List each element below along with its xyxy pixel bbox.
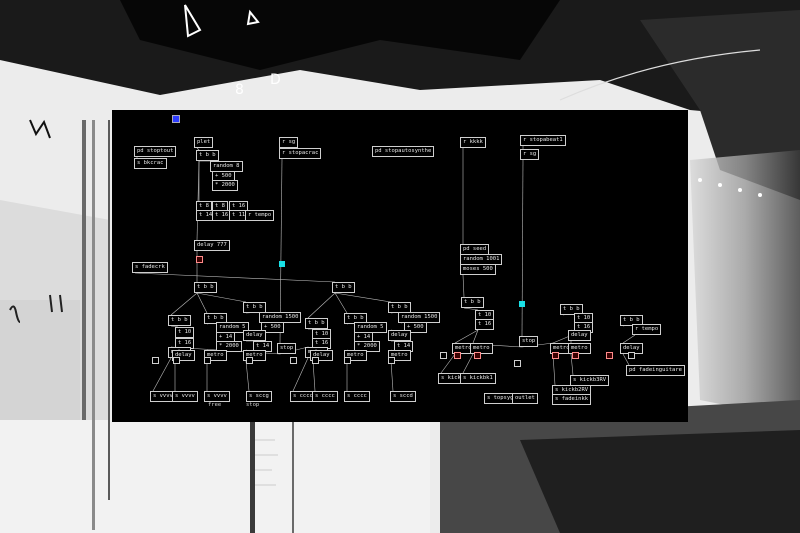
patch-comment: free	[208, 402, 221, 408]
pd-object-box[interactable]: s cccc	[344, 391, 370, 402]
pd-object-box[interactable]: moses 500	[460, 264, 496, 275]
patch-cord	[135, 273, 335, 282]
pd-object-box[interactable]: * 2000	[212, 180, 238, 191]
bang-button[interactable]	[606, 352, 613, 359]
pd-object-box[interactable]: delay	[568, 330, 591, 341]
bang-button[interactable]	[628, 352, 635, 359]
svg-text:8: 8	[235, 82, 244, 98]
pd-object-box[interactable]: r stopacrac	[279, 148, 321, 159]
pd-object-box[interactable]: stop	[277, 343, 296, 354]
patch-cord	[197, 293, 207, 313]
bang-button[interactable]	[388, 357, 395, 364]
pd-object-box[interactable]: outlet	[512, 393, 538, 404]
pd-object-box[interactable]: t b b	[168, 315, 191, 326]
pd-patch-canvas[interactable]: pd stoptouts bkcracplett b brandom 8+ 50…	[112, 110, 688, 422]
svg-text:D: D	[270, 72, 281, 88]
bang-button[interactable]	[344, 357, 351, 364]
pd-object-box[interactable]: s kickbk1	[460, 373, 496, 384]
bang-button[interactable]	[246, 357, 253, 364]
patch-cord	[463, 275, 464, 297]
bang-button[interactable]	[440, 352, 447, 359]
bang-button[interactable]	[474, 352, 481, 359]
bang-button[interactable]	[312, 357, 319, 364]
bang-button[interactable]	[204, 357, 211, 364]
pd-object-box[interactable]: stop	[519, 336, 538, 347]
pd-object-box[interactable]: t b b	[194, 282, 217, 293]
pd-object-box[interactable]: plet	[194, 137, 213, 148]
pd-object-box[interactable]: r stopabeat1	[520, 135, 566, 146]
patch-comment: stop	[246, 402, 259, 408]
pd-object-box[interactable]: delay	[388, 330, 411, 341]
bang-button[interactable]	[454, 352, 461, 359]
patch-cord	[623, 335, 635, 343]
pd-object-box[interactable]: pd stopautosynthe	[372, 146, 434, 157]
bang-button[interactable]	[552, 352, 559, 359]
bang-button[interactable]	[572, 352, 579, 359]
patch-cord	[335, 293, 347, 313]
pd-object-box[interactable]: t b b	[332, 282, 355, 293]
pd-object-box[interactable]: s fadeinkk	[552, 394, 591, 405]
bang-button[interactable]	[514, 360, 521, 367]
pd-object-box[interactable]: s vvvv	[204, 391, 230, 402]
patch-cord	[246, 361, 249, 391]
pd-object-box[interactable]: r kkkk	[460, 137, 486, 148]
pd-object-box[interactable]: s sccd	[390, 391, 416, 402]
pd-object-box[interactable]: s fadecrk	[132, 262, 168, 273]
bang-button[interactable]	[196, 256, 203, 263]
bang-button[interactable]	[173, 357, 180, 364]
pd-object-box[interactable]: t b b	[196, 150, 219, 161]
patch-cord	[308, 293, 335, 318]
patch-cord	[197, 293, 246, 302]
patch-cord	[391, 361, 393, 391]
bang-button[interactable]	[152, 357, 159, 364]
pd-object-box[interactable]: r sg	[279, 137, 298, 148]
pd-object-box[interactable]: s cccc	[312, 391, 338, 402]
pd-object-box[interactable]: t 10	[175, 327, 194, 338]
pd-object-box[interactable]: s bkcrac	[134, 158, 167, 169]
pd-object-box[interactable]: t 16	[475, 319, 494, 330]
pd-object-box[interactable]: pd fadeinguitare	[626, 365, 685, 376]
pd-object-box[interactable]: pd stoptout	[134, 146, 176, 157]
pd-object-box[interactable]: s vvvv	[172, 391, 198, 402]
toggle-switch[interactable]	[279, 261, 285, 267]
pd-object-box[interactable]: r tempo	[245, 210, 274, 221]
toggle-switch[interactable]	[519, 301, 525, 307]
pd-object-box[interactable]: s sccg	[246, 391, 272, 402]
pd-object-box[interactable]: delay	[243, 330, 266, 341]
pd-object-box[interactable]: r tempo	[632, 324, 661, 335]
patch-cord	[463, 354, 473, 373]
patch-cord	[171, 293, 197, 315]
patch-cord	[473, 330, 478, 343]
patch-cord	[335, 293, 391, 302]
pd-object-box[interactable]: delay 777	[194, 240, 230, 251]
patch-cord	[522, 160, 523, 336]
pd-object-box[interactable]: r sg	[520, 149, 539, 160]
pd-object-box[interactable]: t b b	[461, 297, 484, 308]
bang-button[interactable]	[290, 357, 297, 364]
patch-cord	[313, 361, 315, 391]
patch-cord	[455, 330, 478, 343]
pd-object-box[interactable]: t b b	[305, 318, 328, 329]
toggle-switch[interactable]	[172, 115, 180, 123]
